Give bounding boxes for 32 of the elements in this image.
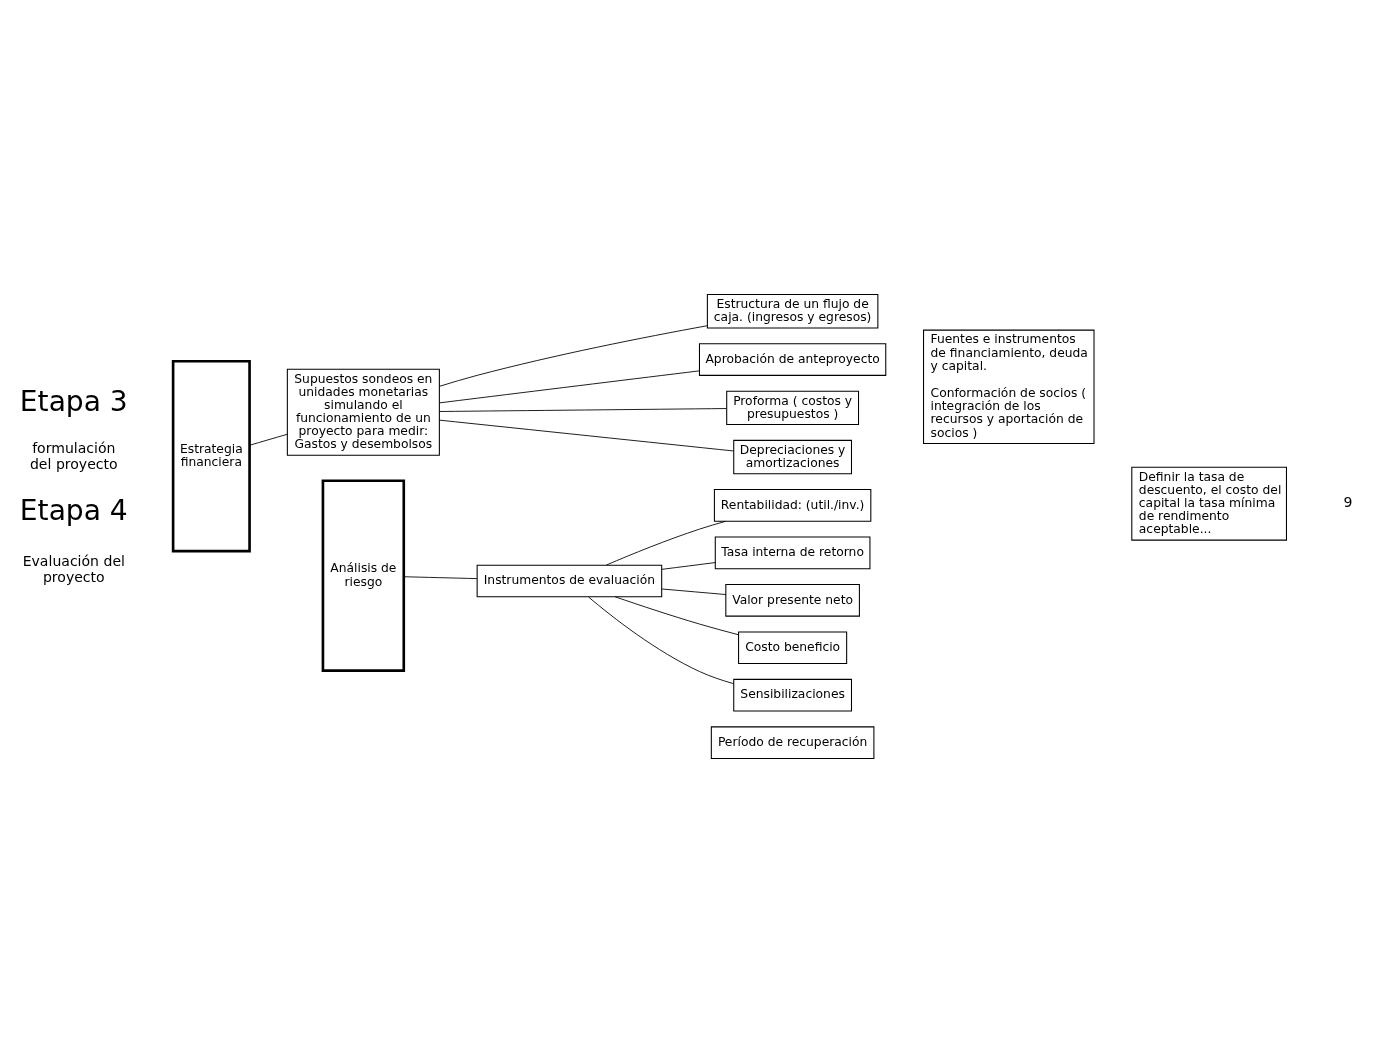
connector [439,419,734,451]
connector [439,324,708,387]
node-box: Depreciaciones y amortizaciones [733,439,852,474]
connector [249,433,288,446]
node-box: Período de recuperación [710,725,875,759]
node-box: Análisis de riesgo [321,479,406,672]
node-box: Fuentes e instrumentos de financiamiento, deuda y capital. Conformación de socios ( integración de los recursos y aportación de socios ) [923,329,1095,444]
node-box: Rentabilidad: (util./inv.) [713,488,872,522]
label: Etapa 4 [19,493,128,527]
label: Etapa 3 [19,384,128,418]
node-box: Proforma ( costos y presupuestos ) [726,390,860,425]
node-box: Instrumentos de evaluación [476,564,663,597]
node-box: Estructura de un flujo de caja. (ingresos y egresos) [706,293,879,328]
node-box: Sensibilizaciones [733,678,852,712]
connector [614,595,739,635]
connector [605,520,727,565]
node-box: Aprobación de anteproyecto [698,342,887,376]
connector [403,575,478,579]
node-box: Definir la tasa de descuento, el costo del capital la tasa mínima de rendimento aceptable... [1131,466,1287,541]
node-box: Valor presente neto [725,583,860,617]
label: 9 [1343,493,1353,510]
label: formulación del proyecto [29,439,118,472]
connector [661,588,727,595]
connector [661,561,716,570]
connector [439,369,700,403]
node-box: Tasa interna de retorno [714,536,871,569]
node-box: Costo beneficio [738,630,848,664]
node-box: Estrategia financiera [171,359,251,552]
node-box: Supuestos sondeos en unidades monetarias simulando el funcionamiento de un proyecto para medir: Gastos y desembolsos [286,368,440,456]
connector [588,596,734,684]
connector [439,407,727,412]
label: Evaluación del proyecto [22,552,125,585]
